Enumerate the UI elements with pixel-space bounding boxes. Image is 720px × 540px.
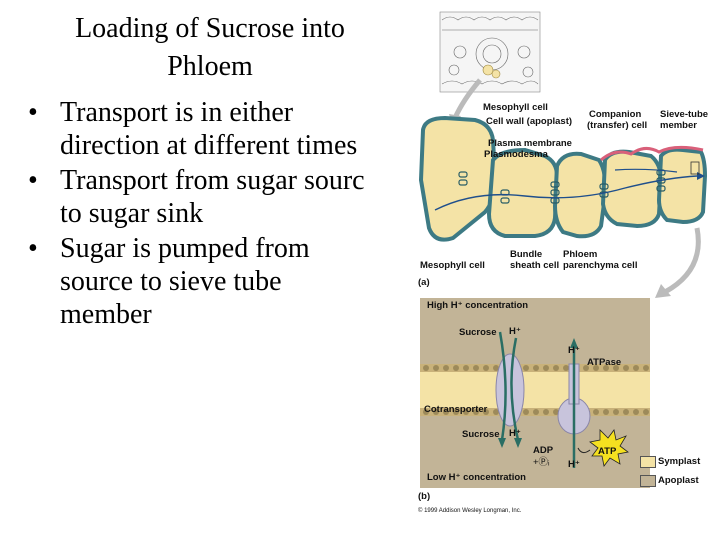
label-atp: ATP: [598, 446, 617, 457]
legend-swatch-symplast: [640, 456, 656, 468]
label-sieve-tube-2: member: [660, 120, 697, 131]
label-atpase: ATPase: [587, 357, 622, 368]
atp-burst: [589, 429, 629, 467]
membrane-diagram: [420, 331, 650, 468]
bullet-line: Transport is in either: [60, 97, 294, 128]
label-bundle-sheath: Bundle: [510, 249, 543, 260]
label-adp: ADP: [533, 445, 554, 456]
bullet-dot: •: [28, 233, 38, 264]
label-phloem-parenchyma: Phloem: [563, 249, 598, 260]
legend-label-symplast: Symplast: [658, 456, 701, 467]
bullet-dot: •: [28, 165, 38, 196]
bullet-item-2: • Transport from sugar sourc to sugar si…: [28, 164, 418, 230]
bullet-line: Sugar is pumped from: [60, 233, 310, 264]
label-plasmodesma: Plasmodesma: [484, 149, 548, 160]
label-h-low: H⁺: [568, 459, 580, 470]
slide-title: Loading of Sucrose into Phloem: [75, 13, 345, 82]
label-sucrose-top: Sucrose: [459, 327, 497, 338]
label-companion-cell-2: (transfer) cell: [587, 120, 648, 131]
bullet-line: source to sieve tube: [60, 266, 282, 297]
leaf-cross-section-thumbnail: [439, 11, 541, 93]
bullet-item-3: • Sugar is pumped from source to sieve t…: [28, 232, 418, 331]
phloem-loading-figure: [418, 11, 708, 298]
legend-swatch-apoplast: [640, 475, 656, 487]
zoom-arrow: [663, 227, 701, 295]
label-sucrose-bottom: Sucrose: [462, 429, 500, 440]
label-mesophyll-cell-bottom: Mesophyll cell: [420, 260, 485, 271]
label-sieve-tube: Sieve-tube: [660, 109, 709, 120]
label-bundle-sheath-2: sheath cell: [510, 260, 560, 271]
panel-a-label: (a): [418, 277, 430, 288]
legend-label-apoplast: Apoplast: [658, 475, 699, 486]
label-companion-cell: Companion: [589, 109, 642, 120]
bullet-line: to sugar sink: [60, 198, 204, 229]
label-cell-wall: Cell wall (apoplast): [486, 116, 573, 127]
bullet-line: direction at different times: [60, 130, 358, 161]
label-h-atpase: H⁺: [568, 345, 580, 356]
label-h-bottom: H⁺: [509, 428, 521, 439]
label-phloem-parenchyma-2: parenchyma cell: [563, 260, 638, 271]
label-cotransporter: Cotransporter: [424, 404, 488, 415]
label-high-h: High H⁺ concentration: [427, 300, 529, 311]
magnify-arrow: [452, 78, 482, 120]
bullet-list: • Transport is in either direction at di…: [28, 96, 418, 333]
label-plasma-membrane: Plasma membrane: [488, 138, 572, 149]
label-low-h: Low H⁺ concentration: [427, 472, 526, 483]
panel-b-label: (b): [418, 491, 431, 502]
copyright-text: © 1999 Addison Wesley Longman, Inc.: [418, 508, 522, 514]
label-mesophyll-cell-top: Mesophyll cell: [483, 102, 548, 113]
label-h-top: H⁺: [509, 326, 521, 337]
bullet-item-1: • Transport is in either direction at di…: [28, 96, 418, 162]
cell-diagram: [418, 115, 708, 242]
label-pi: +Ⓟᵢ: [533, 457, 550, 468]
bullet-line: member: [60, 299, 152, 330]
bullet-line: Transport from sugar sourc: [60, 165, 365, 196]
bullet-dot: •: [28, 97, 38, 128]
